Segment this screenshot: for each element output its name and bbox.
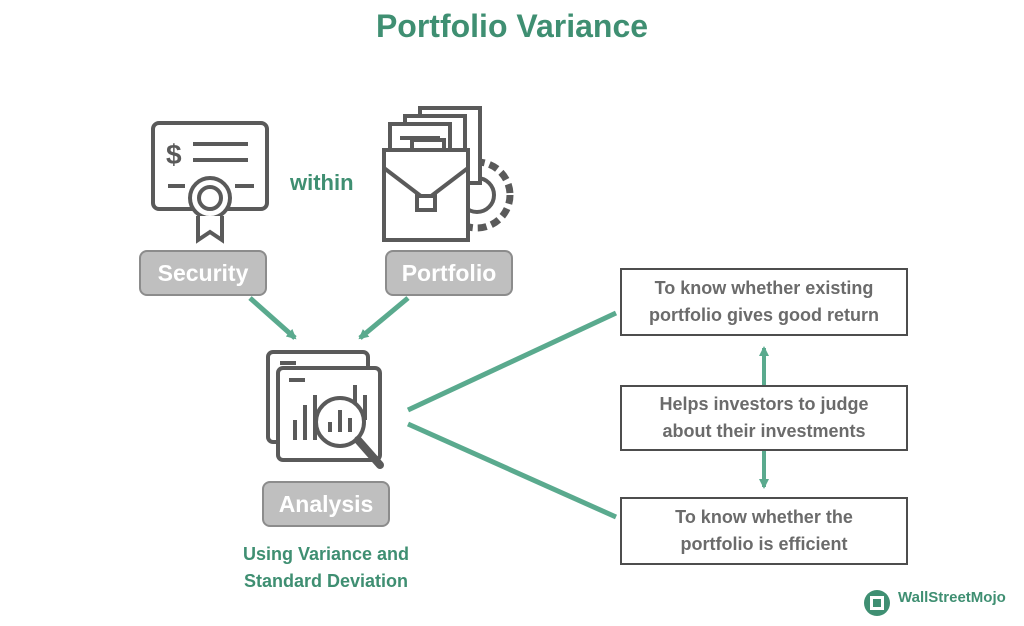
- outcome-box-top: To know whether existing portfolio gives…: [620, 268, 908, 336]
- analysis-to-bottom-box-line: [406, 421, 618, 520]
- analysis-to-top-box-line: [406, 310, 618, 413]
- outcome-box-middle: Helps investors to judge about their inv…: [620, 385, 908, 451]
- analysis-chart-icon: [266, 350, 384, 469]
- outcome-box-top-text: To know whether existing portfolio gives…: [649, 278, 879, 325]
- portfolio-node: Portfolio: [385, 250, 513, 296]
- security-to-analysis-arrow: [248, 296, 297, 340]
- security-node: Security: [139, 250, 267, 296]
- certificate-icon: $: [151, 121, 269, 244]
- within-label: within: [290, 170, 354, 195]
- svg-text:$: $: [166, 139, 182, 170]
- wallstreetmojo-logo-icon: [864, 590, 890, 616]
- analysis-caption: Using Variance and Standard Deviation: [242, 544, 410, 591]
- page-title: Portfolio Variance: [375, 8, 649, 44]
- portfolio-to-analysis-arrow: [358, 296, 410, 340]
- outcome-box-bottom: To know whether the portfolio is efficie…: [620, 497, 908, 565]
- briefcase-documents-icon: [382, 106, 514, 242]
- brand-logo: WallStreetMojo: [860, 589, 1006, 606]
- outcome-box-middle-text: Helps investors to judge about their inv…: [659, 394, 869, 441]
- outcome-box-bottom-text: To know whether the portfolio is efficie…: [675, 507, 853, 554]
- analysis-node: Analysis: [262, 481, 390, 527]
- brand-name: WallStreetMojo: [898, 589, 1006, 606]
